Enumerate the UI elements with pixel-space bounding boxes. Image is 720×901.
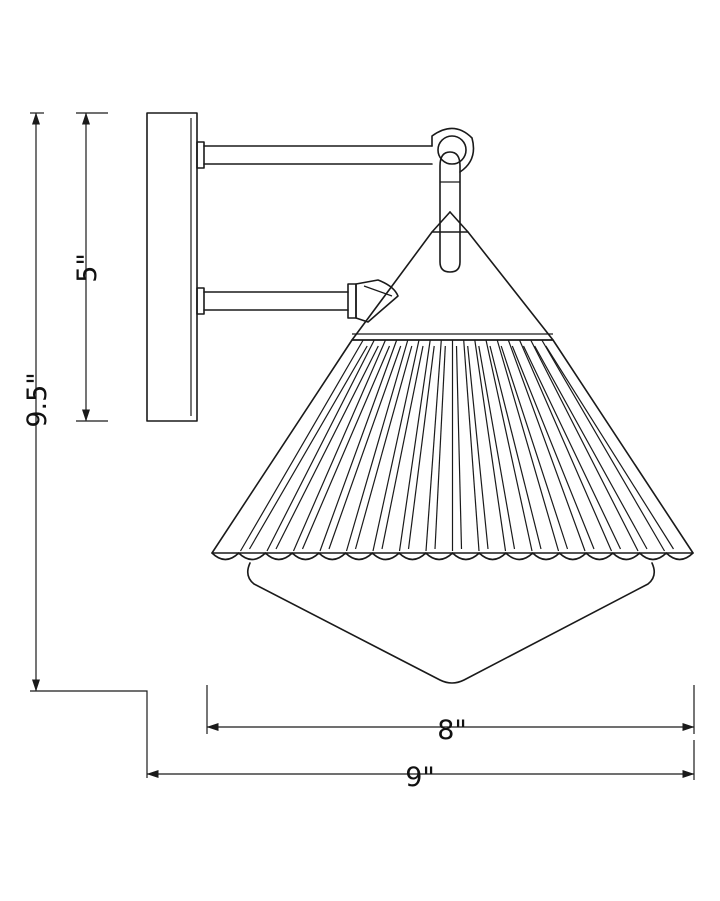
pleat-line: [328, 345, 402, 550]
shade-width-label: 8": [437, 715, 467, 746]
upper-arm: [196, 127, 475, 173]
backplate-height-dimension: 5": [72, 112, 108, 422]
pleat-line: [239, 339, 364, 552]
pleat-line: [467, 345, 489, 550]
pleat-line: [545, 345, 675, 550]
hanging-hook: [439, 151, 461, 273]
pleat-line: [266, 339, 375, 552]
overall-extension-label: 9": [405, 762, 435, 793]
pleat-line: [398, 339, 431, 552]
pleat-line: [425, 339, 442, 552]
lower-arm: [196, 279, 399, 323]
overall-height-label: 9.5": [22, 372, 53, 427]
backplate-height-label: 5": [72, 253, 103, 283]
pleat-line: [534, 345, 648, 550]
pleat-line: [522, 345, 622, 550]
shade-width-dimension: 8": [206, 685, 695, 746]
shade-cap: [351, 211, 554, 341]
pleat-line: [354, 345, 413, 550]
pleat-line: [319, 339, 398, 552]
pleat-line: [530, 339, 639, 552]
glass-diffuser: [246, 562, 656, 684]
overall-height-dimension: 9.5": [22, 112, 148, 778]
pleat-line: [507, 339, 586, 552]
pleat-line: [489, 345, 542, 550]
pleat-line: [496, 339, 560, 552]
pleat-line: [518, 339, 613, 552]
shade-scalloped-rim: [211, 552, 694, 561]
pleat-line: [248, 345, 368, 550]
pleat-line: [455, 345, 463, 550]
pleat-line: [541, 339, 666, 552]
pleat-line: [372, 339, 420, 552]
pleat-line: [381, 345, 424, 550]
overall-extension-dimension: 9": [146, 740, 695, 793]
pleat-line: [407, 345, 435, 550]
pleat-line: [463, 339, 480, 552]
pleat-line: [511, 345, 595, 550]
pleat-line: [434, 345, 446, 550]
pleat-line: [301, 345, 391, 550]
pleat-line: [275, 345, 379, 550]
pleat-line: [478, 345, 516, 550]
pleat-line: [500, 345, 569, 550]
pleated-shade: [211, 339, 694, 561]
wall-backplate: [146, 112, 198, 422]
pleat-line: [345, 339, 409, 552]
pleat-line: [485, 339, 533, 552]
pleat-line: [474, 339, 507, 552]
pleat-line: [292, 339, 387, 552]
shade-pleat-lines: [239, 339, 675, 552]
